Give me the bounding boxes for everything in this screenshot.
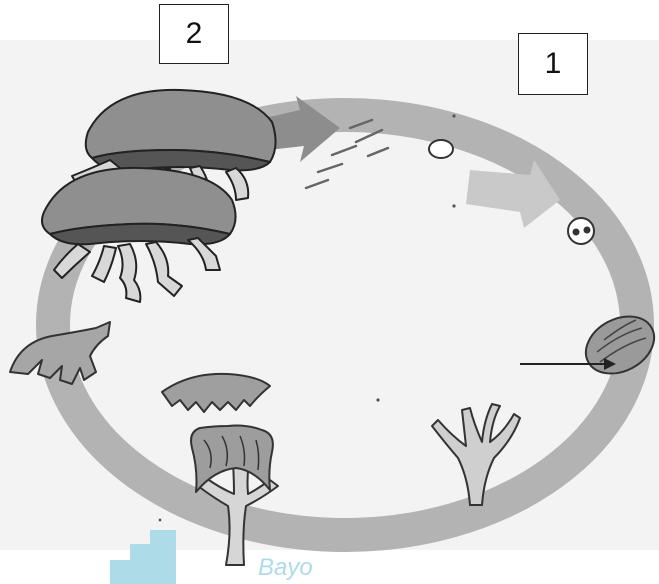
zygote xyxy=(568,218,594,244)
label-1-text: 1 xyxy=(545,47,562,81)
watermark-text: Bayo xyxy=(258,554,313,581)
label-box-2: 2 xyxy=(159,4,229,64)
egg-cell xyxy=(429,140,453,158)
label-2-text: 2 xyxy=(186,17,203,51)
label-box-1: 1 xyxy=(518,33,588,95)
